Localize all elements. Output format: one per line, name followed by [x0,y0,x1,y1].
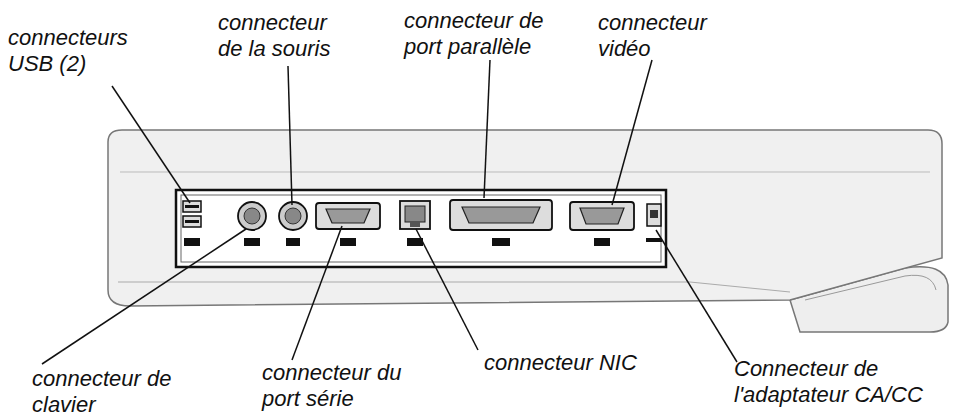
nic-socket [405,206,425,222]
leader-line [288,66,292,205]
dc-icon [646,238,662,242]
usb-port [183,201,201,212]
ps2-mouse-socket [285,208,301,224]
nic-tab [410,222,420,227]
serial-icon [340,238,356,246]
connector-panel [176,190,666,267]
callout-label: connecteur de clavier [32,366,192,418]
nic-port [400,201,430,229]
mouse-icon [286,238,300,246]
dc-jack [647,204,661,226]
serial-shell [326,209,370,223]
leader-line [656,230,737,362]
video-port [570,202,634,230]
callout-label: connecteur NIC [484,350,704,376]
docking-body [108,130,942,306]
ps2-keyboard-socket [244,208,260,224]
usb-port [183,216,201,227]
ps2-keyboard-port [238,202,266,230]
keyboard-icon [244,238,260,246]
video-shell [580,208,624,224]
leader-line [612,60,652,205]
callout-label: connecteur de port parallèle [404,8,564,60]
dc-socket [650,210,658,218]
leader-line [112,86,190,203]
ps2-mouse-port [279,202,307,230]
usb-contact [185,205,199,208]
leader-line [42,229,246,364]
callout-label: connecteur de la souris [218,10,343,62]
parallel-icon [492,238,510,246]
body-crease [120,172,930,173]
leader-lines [42,60,737,364]
callout-label: connecteurs USB (2) [8,25,148,77]
callout-label: connecteur du port série [262,360,402,412]
usb-contact [185,220,199,223]
leader-line [484,60,490,198]
parallel-shell [462,207,540,223]
connector-panel-inner [181,195,661,262]
callout-label: Connecteur de l'adaptateur CA/CC [734,356,949,408]
usb-icon [184,238,200,246]
callout-label: connecteur vidéo [598,10,728,62]
serial-port [316,203,380,229]
video-icon [594,238,610,246]
parallel-port [450,200,552,230]
leader-line [416,229,478,350]
leader-line [292,226,342,360]
